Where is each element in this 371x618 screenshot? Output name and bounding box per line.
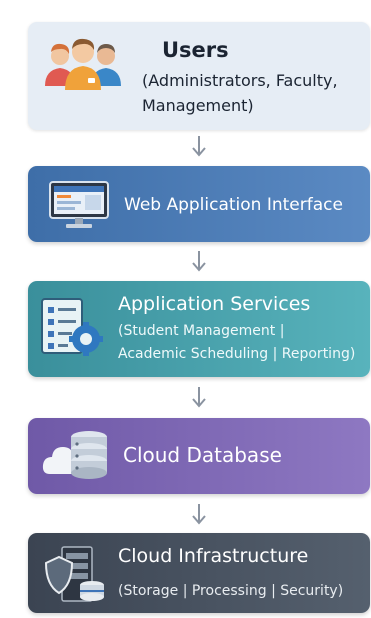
down-arrow-icon — [192, 387, 206, 408]
server-shield-icon — [42, 545, 112, 609]
down-arrow-icon — [192, 251, 206, 272]
app-services-subtitle-line2: Academic Scheduling | Reporting) — [118, 346, 356, 362]
users-group-icon — [42, 34, 126, 98]
cloud-database-icon — [40, 428, 114, 488]
app-services-subtitle-line1: (Student Management | — [118, 323, 285, 339]
app-services-title: Application Services — [118, 293, 311, 315]
app-services-layer: Application Services (Student Management… — [28, 281, 370, 377]
web-app-title: Web Application Interface — [124, 195, 343, 215]
cloud-infrastructure-subtitle: (Storage | Processing | Security) — [118, 583, 344, 599]
document-gear-icon — [38, 295, 106, 363]
monitor-icon — [48, 180, 110, 234]
users-title: Users — [162, 38, 229, 62]
users-subtitle: (Administrators, Faculty, Management) — [142, 71, 338, 115]
cloud-infrastructure-title: Cloud Infrastructure — [118, 545, 309, 567]
down-arrow-icon — [192, 504, 206, 525]
down-arrow-icon — [192, 136, 206, 157]
cloud-infrastructure-layer: Cloud Infrastructure (Storage | Processi… — [28, 533, 370, 613]
cloud-database-title: Cloud Database — [123, 443, 282, 467]
users-layer: Users (Administrators, Faculty, Manageme… — [28, 22, 370, 130]
cloud-database-layer: Cloud Database — [28, 418, 370, 494]
web-app-layer: Web Application Interface — [28, 166, 370, 242]
